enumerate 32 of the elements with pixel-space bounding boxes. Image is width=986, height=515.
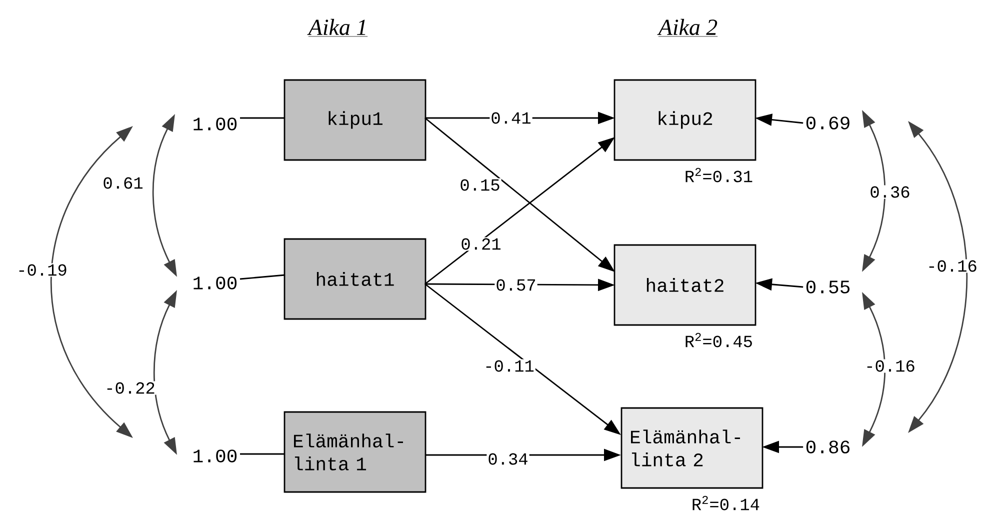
- variable-box: Elämänhal- linta 2: [620, 407, 764, 489]
- r-squared-label: R$^{2}$=0.31: [686, 168, 752, 182]
- column-heading: Aika 2: [657, 18, 718, 37]
- edge-label: 0.15: [458, 178, 502, 192]
- variable-box: kipu2: [614, 79, 756, 161]
- connector-line: [240, 274, 286, 280]
- variable-box: haitat1: [284, 238, 426, 320]
- connector-line: [240, 453, 285, 455]
- edge-label: 0.21: [460, 237, 502, 251]
- variable-box: kipu1: [284, 79, 426, 161]
- value-text: 1.00: [194, 450, 237, 462]
- variable-box: haitat2: [614, 244, 756, 326]
- edge-label: 0.41: [490, 111, 532, 125]
- column-heading: Aika 1: [307, 18, 368, 37]
- edge-label: 0.61: [102, 176, 144, 190]
- edge-label: 0.34: [486, 452, 530, 466]
- value-text: 0.55: [806, 280, 850, 294]
- edge-label: -0.16: [926, 259, 978, 273]
- value-text: 0.86: [806, 440, 850, 454]
- value-text: 1.00: [194, 276, 237, 290]
- edge-label: -0.16: [864, 359, 916, 373]
- connector-line: [240, 117, 285, 119]
- value-text: 1.00: [194, 118, 237, 130]
- edge-label: -0.19: [16, 263, 68, 277]
- r-squared-label: R$^{2}$=0.45: [686, 332, 752, 348]
- r-squared-label: R$^{2}$=0.14: [692, 496, 760, 510]
- edge-label: 0.36: [868, 185, 912, 199]
- edge-label: -0.22: [104, 381, 156, 395]
- value-text: 0.69: [806, 116, 850, 130]
- variable-box: Elämänhal- linta 1: [284, 411, 426, 493]
- edge-label: 0.57: [494, 278, 538, 292]
- edge-label: -0.11: [482, 359, 536, 373]
